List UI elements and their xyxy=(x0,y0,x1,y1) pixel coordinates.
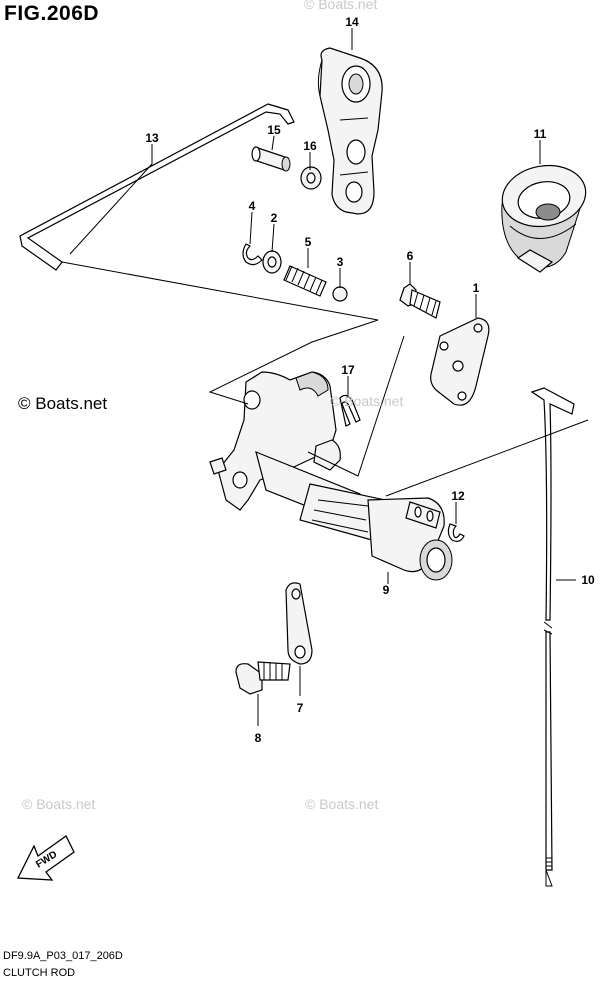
part-6-bolt[interactable] xyxy=(399,283,441,319)
label-9: 9 xyxy=(383,583,390,597)
label-4: 4 xyxy=(249,199,256,213)
part-10-lower-rod[interactable] xyxy=(530,387,575,887)
label-15: 15 xyxy=(267,123,281,137)
part-4-circlip[interactable] xyxy=(242,243,263,266)
part-number-labels: 14 13 15 16 11 4 2 5 3 6 1 17 12 9 10 7 … xyxy=(145,15,595,745)
watermark-bottom-right: © Boats.net xyxy=(305,796,379,812)
fwd-arrow-icon: FWD xyxy=(16,835,75,881)
label-5: 5 xyxy=(305,235,312,249)
label-16: 16 xyxy=(303,139,317,153)
leader-lines xyxy=(61,28,589,726)
part-8-bolt[interactable] xyxy=(235,661,291,695)
label-6: 6 xyxy=(407,249,414,263)
part-15-pin[interactable] xyxy=(251,146,291,172)
part-1-bracket-plate[interactable] xyxy=(430,317,490,406)
watermark-middle: © Boats.net xyxy=(330,393,404,409)
part-2-washer[interactable] xyxy=(262,250,282,274)
watermark-bottom-left: © Boats.net xyxy=(22,796,96,812)
part-14-shift-lever[interactable] xyxy=(317,47,383,215)
label-7: 7 xyxy=(297,701,304,715)
part-12-circlip[interactable] xyxy=(447,523,465,542)
part-16-washer[interactable] xyxy=(300,166,322,190)
figure-code: DF9.9A_P03_017_206D xyxy=(3,950,123,962)
part-5-spring[interactable] xyxy=(283,265,327,297)
part-9-clutch-shaft[interactable] xyxy=(209,371,453,581)
part-13-clutch-rod[interactable] xyxy=(19,103,295,271)
watermark-main: © Boats.net xyxy=(18,394,108,413)
label-10: 10 xyxy=(581,573,595,587)
label-3: 3 xyxy=(337,255,344,269)
label-13: 13 xyxy=(145,131,159,145)
part-17-cotter-pin[interactable] xyxy=(339,394,361,427)
label-2: 2 xyxy=(271,211,278,225)
label-14: 14 xyxy=(345,15,359,29)
label-11: 11 xyxy=(534,127,547,141)
label-1: 1 xyxy=(473,281,480,295)
figure-name: CLUTCH ROD xyxy=(3,967,76,979)
figure-title: FIG.206D xyxy=(4,2,100,25)
part-11-grommet[interactable] xyxy=(497,159,590,273)
part-3-ball[interactable] xyxy=(332,286,348,302)
watermark-top: © Boats.net xyxy=(304,0,378,12)
label-12: 12 xyxy=(451,489,465,503)
label-8: 8 xyxy=(255,731,262,745)
label-17: 17 xyxy=(341,363,355,377)
part-7-link-plate[interactable] xyxy=(285,582,313,665)
